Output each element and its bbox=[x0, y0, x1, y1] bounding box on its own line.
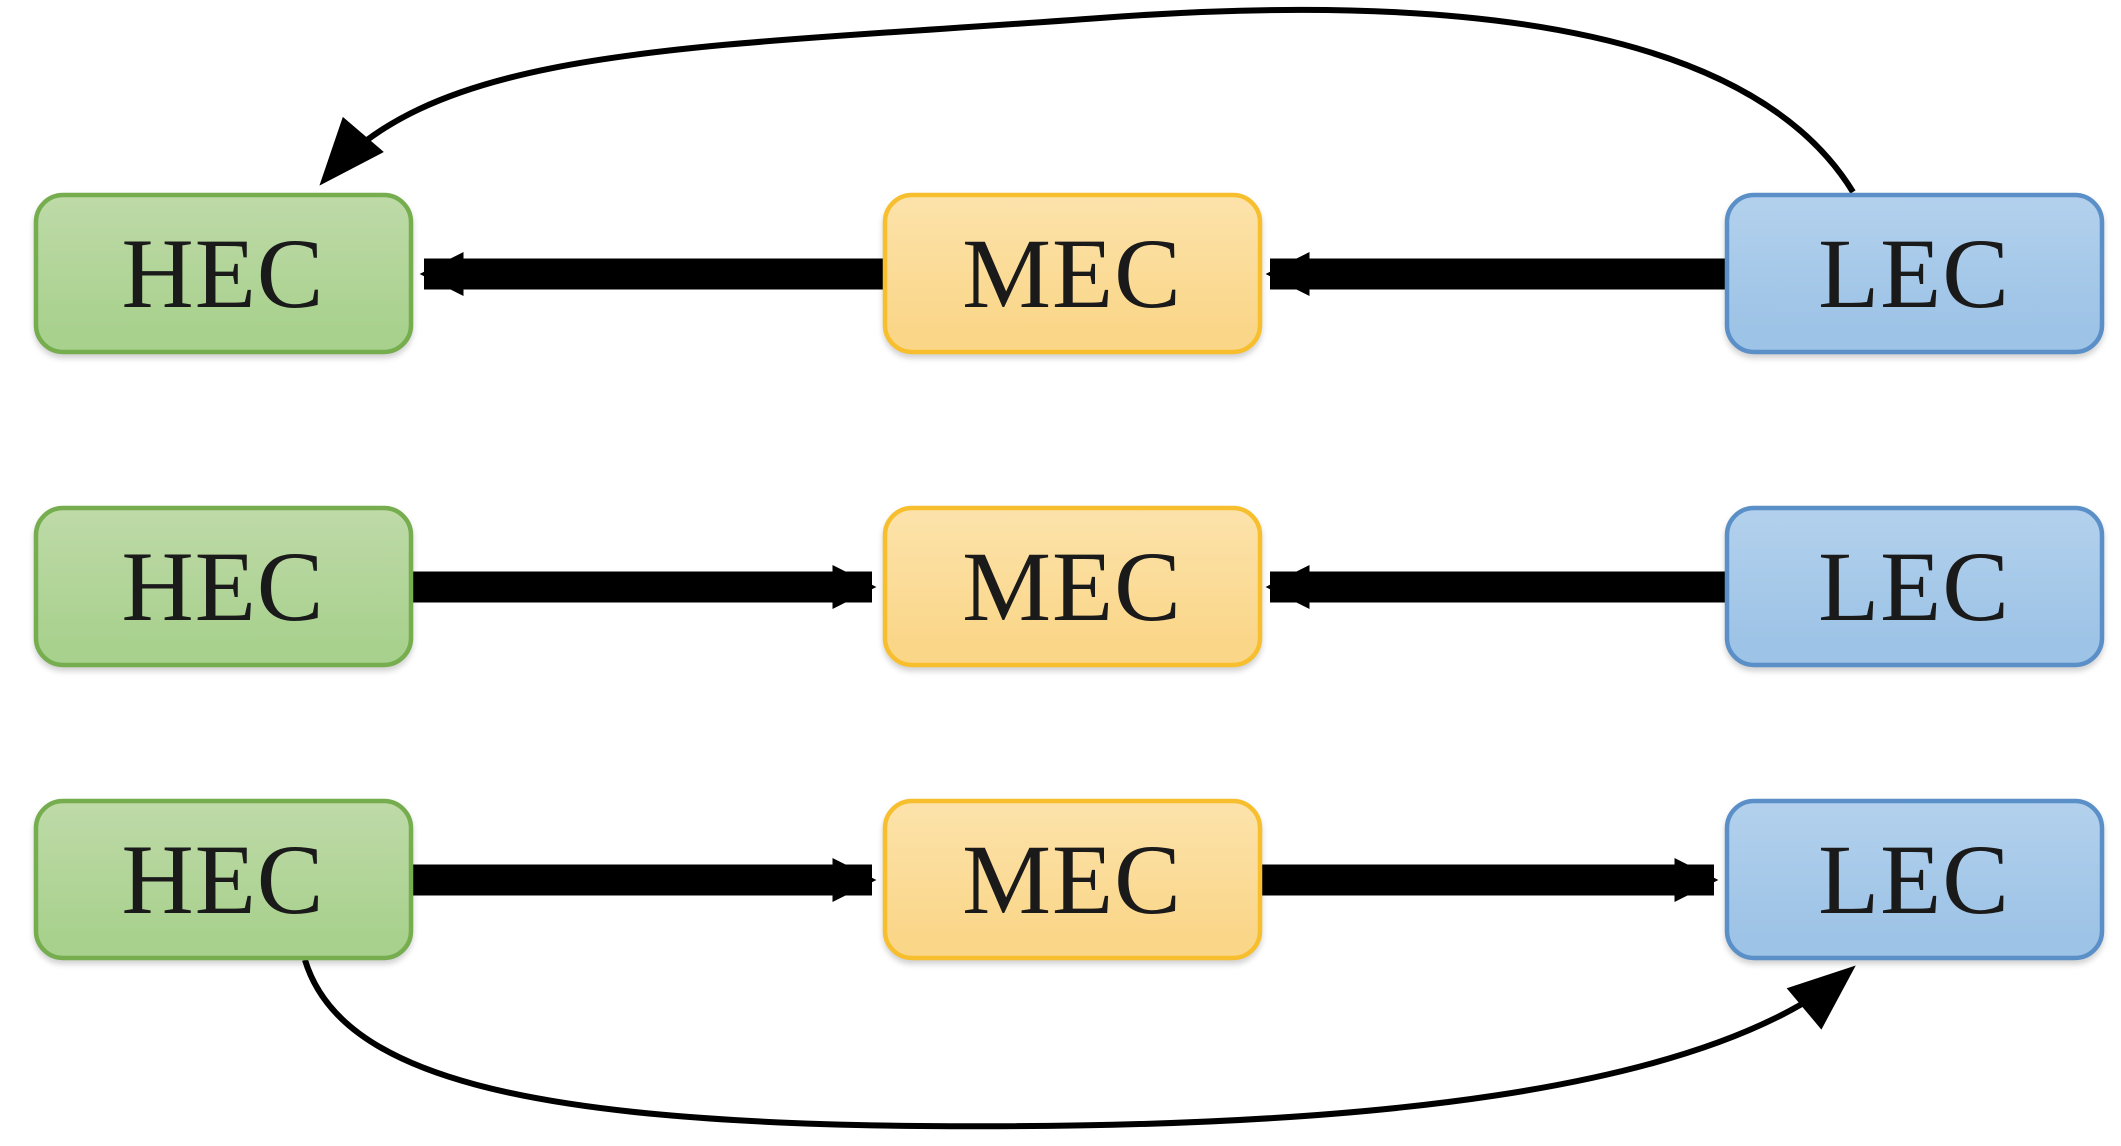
node-mec-row2 bbox=[882, 505, 1263, 668]
node-lec-row3 bbox=[1724, 798, 2105, 961]
node-lec-row2 bbox=[1724, 505, 2105, 668]
node-hec-row1-label: HEC bbox=[122, 218, 325, 329]
node-mec-row1-label: MEC bbox=[962, 218, 1182, 329]
curved-arrow-lec-to-hec-top bbox=[319, 6, 1856, 194]
node-hec-row1 bbox=[33, 192, 414, 355]
node-lec-row3-label: LEC bbox=[1818, 824, 2010, 935]
curved-arrow-hec-to-lec-bottom bbox=[302, 959, 1856, 1130]
node-hec-row2-label: HEC bbox=[122, 531, 325, 642]
node-lec-row2-label: LEC bbox=[1818, 531, 2010, 642]
node-hec-row3 bbox=[33, 798, 414, 961]
row-1: HEC MEC LEC bbox=[33, 192, 2105, 355]
row-3: HEC MEC LEC bbox=[33, 798, 2105, 961]
node-hec-row2 bbox=[33, 505, 414, 668]
row-2: HEC MEC LEC bbox=[33, 505, 2105, 668]
node-lec-row1 bbox=[1724, 192, 2105, 355]
node-mec-row1 bbox=[882, 192, 1263, 355]
node-hec-row3-label: HEC bbox=[122, 824, 325, 935]
node-mec-row3-label: MEC bbox=[962, 824, 1182, 935]
node-mec-row2-label: MEC bbox=[962, 531, 1182, 642]
node-lec-row1-label: LEC bbox=[1818, 218, 2010, 329]
node-mec-row3 bbox=[882, 798, 1263, 961]
